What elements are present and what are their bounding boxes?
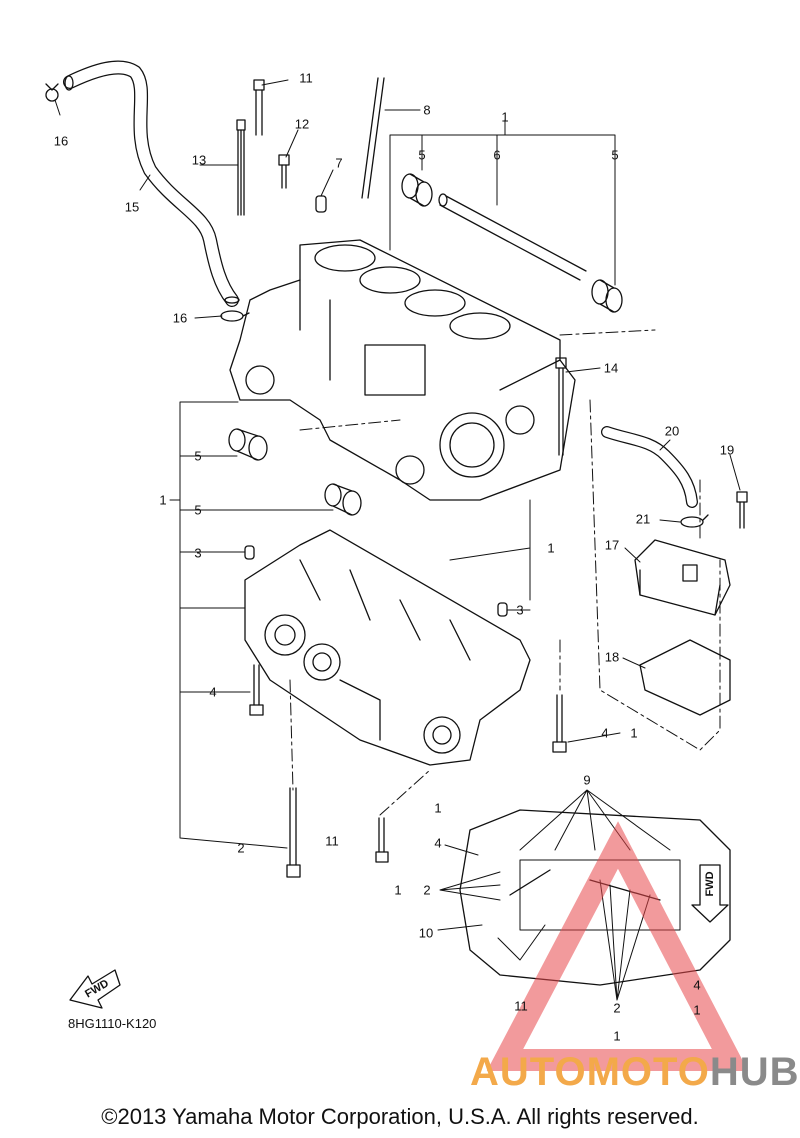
- bolt-14: [555, 357, 567, 456]
- callout-16-top: 16: [53, 133, 69, 149]
- hose-20: [601, 426, 698, 508]
- callout-11-inset: 11: [514, 998, 528, 1014]
- callout-15: 15: [124, 199, 140, 215]
- watermark-part1: AUTOMOTO: [470, 1050, 710, 1094]
- leader-lines: [54, 79, 741, 1001]
- callout-1-mid: 1: [547, 540, 555, 556]
- watermark-triangle: [486, 821, 749, 1071]
- bearing-5-top-left: [401, 173, 433, 207]
- callout-4-left: 4: [209, 684, 217, 700]
- bearing-5-left-a: [228, 428, 268, 461]
- callout-11-bottom: 11: [325, 833, 339, 849]
- catalog-code: 8HG1110-K120: [68, 1016, 157, 1031]
- callout-3-left: 3: [194, 545, 202, 561]
- callout-1-inset-a: 1: [434, 800, 442, 816]
- callout-6: 6: [493, 147, 501, 163]
- callout-20: 20: [664, 423, 680, 439]
- callout-16-mid: 16: [172, 310, 188, 326]
- callout-7: 7: [335, 155, 343, 171]
- tube-6: [438, 193, 587, 281]
- clamp-21: [680, 514, 709, 528]
- callout-5-d: 5: [194, 502, 202, 518]
- callout-1-inset-b: 1: [394, 882, 402, 898]
- callout-18: 18: [604, 649, 620, 665]
- copyright-notice: ©2013 Yamaha Motor Corporation, U.S.A. A…: [101, 1104, 699, 1129]
- bolt-11-bottom: [375, 817, 389, 863]
- fwd-arrow-right: [691, 864, 729, 923]
- callout-1-left: 1: [159, 492, 167, 508]
- callout-17: 17: [604, 537, 620, 553]
- fwd-arrow-left: [69, 969, 121, 1009]
- callout-1-right: 1: [630, 725, 638, 741]
- callout-10: 10: [418, 925, 434, 941]
- bolt-13: [236, 119, 246, 216]
- callout-4-inset-a: 4: [434, 835, 442, 851]
- bolt-4-left: [249, 664, 264, 716]
- lower-crankcase: [244, 529, 531, 766]
- stud-bolt-8: [361, 77, 385, 199]
- bearing-5-left-b: [324, 483, 362, 516]
- bolt-12: [278, 154, 290, 189]
- callout-19: 19: [719, 442, 735, 458]
- bolt-4-right: [552, 694, 567, 753]
- callout-2-left: 2: [237, 840, 245, 856]
- callout-13: 13: [191, 152, 207, 168]
- callout-1-top: 1: [501, 109, 509, 125]
- callout-2-inset-b: 2: [613, 1000, 621, 1016]
- callout-9: 9: [583, 772, 591, 788]
- callout-11-top: 11: [299, 70, 313, 86]
- bolt-2: [286, 787, 301, 878]
- fwd-label-right: FWD: [704, 871, 716, 897]
- breather-cover-17: [634, 539, 731, 616]
- callout-8: 8: [423, 102, 431, 118]
- watermark-part2: HUB: [709, 1050, 800, 1094]
- callout-1-inset-d: 1: [693, 1002, 701, 1018]
- callout-5-b: 5: [611, 147, 619, 163]
- callout-4-right: 4: [601, 725, 609, 741]
- callout-3-right: 3: [516, 602, 524, 618]
- dash-lines: [289, 329, 721, 816]
- callout-1-inset-c: 1: [613, 1028, 621, 1044]
- callout-5-a: 5: [418, 147, 426, 163]
- bolt-11-top: [253, 79, 265, 136]
- dowel-pin-7: [315, 195, 327, 213]
- watermark-logo: AUTOMOTOHUB: [470, 1050, 800, 1095]
- callout-4-inset-b: 4: [693, 977, 701, 993]
- callout-21: 21: [635, 511, 651, 527]
- dowel-pin-3-right: [497, 602, 508, 617]
- hose-clamp-16-top: [45, 83, 59, 102]
- callout-2-inset-a: 2: [423, 882, 431, 898]
- callout-12: 12: [294, 116, 310, 132]
- breather-hose-15: [63, 60, 240, 307]
- bearing-5-top-right: [591, 279, 623, 313]
- gasket-18: [639, 639, 731, 716]
- callout-5-c: 5: [194, 448, 202, 464]
- bolt-19: [736, 491, 748, 529]
- callout-14: 14: [603, 360, 619, 376]
- dowel-pin-3-left: [244, 545, 255, 560]
- upper-crankcase: [229, 239, 576, 501]
